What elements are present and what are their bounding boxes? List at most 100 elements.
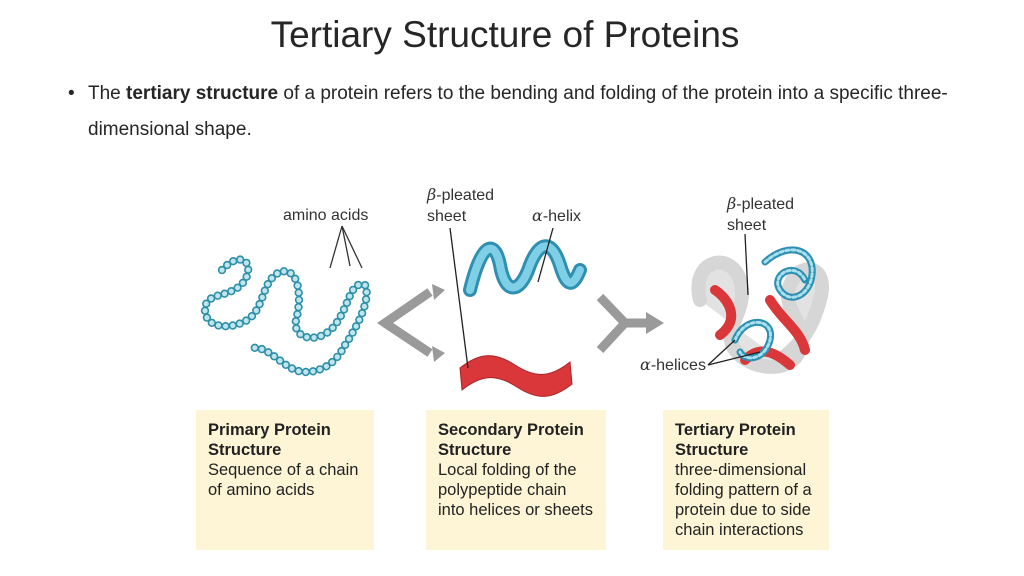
amino-acid-bead: [275, 356, 285, 365]
amino-acid-bead: [354, 280, 363, 290]
amino-acid-bead: [220, 289, 229, 298]
amino-acid-bead: [244, 265, 253, 274]
amino-acid-bead: [292, 324, 301, 333]
amino-acid-bead: [242, 272, 251, 281]
amino-acid-bead: [355, 315, 364, 324]
amino-acid-bead: [263, 280, 272, 289]
amino-acid-bead: [294, 366, 303, 376]
amino-acid-bead: [336, 311, 345, 321]
alpha-helix-text: -helix: [542, 208, 582, 225]
amino-acid-bead: [293, 310, 302, 319]
label-alpha-helices: α-helices: [640, 354, 706, 376]
secondary-box-heading: Secondary Protein Structure: [438, 421, 584, 459]
amino-acid-bead: [361, 295, 371, 304]
alpha-helix-shape: [463, 239, 587, 297]
amino-acid-bead: [229, 257, 238, 266]
label-amino-acids: amino acids: [283, 207, 369, 224]
amino-acid-bead: [351, 322, 361, 331]
amino-acid-bead: [302, 333, 311, 342]
amino-acid-bead: [309, 333, 319, 342]
amino-acid-bead: [360, 281, 370, 290]
tertiary-structure-shape: [691, 246, 829, 374]
amino-acid-bead: [250, 343, 260, 352]
bullet-text: The tertiary structure of a protein refe…: [70, 76, 950, 148]
beta-pleated-text: -pleated: [436, 187, 495, 204]
amino-acid-bead: [340, 340, 350, 350]
amino-acid-bead: [238, 278, 248, 287]
amino-acid-beads: [200, 255, 371, 377]
label-beta-pleated-sheet-secondary: β-pleated sheet: [427, 184, 494, 227]
amino-acid-bead: [328, 357, 337, 367]
amino-acid-bead: [217, 265, 227, 275]
amino-acid-bead: [214, 321, 223, 330]
amino-acid-bead: [322, 362, 331, 371]
alpha-helices-text: -helices: [650, 357, 706, 374]
amino-acid-bead: [342, 298, 352, 307]
amino-acid-bead: [252, 306, 261, 315]
amino-acid-bead: [281, 360, 291, 369]
amino-acid-bead: [242, 258, 251, 268]
amino-acid-bead: [206, 294, 216, 303]
amino-acid-bead: [315, 365, 325, 374]
amino-acid-bead: [213, 291, 222, 300]
amino-acid-bead: [291, 274, 300, 283]
amino-acid-bead: [332, 317, 342, 327]
amino-acid-bead: [207, 318, 217, 327]
secondary-pointers: [449, 227, 554, 369]
amino-acid-bead: [264, 348, 273, 357]
amino-acid-bead: [294, 302, 303, 312]
label-alpha-helix: α-helix: [532, 205, 581, 227]
label-beta-pleated-sheet-tertiary: β-pleated sheet: [727, 193, 794, 236]
amino-acid-bead: [294, 288, 303, 297]
bullet-text-bold: tertiary structure: [126, 83, 279, 104]
amino-acid-bead: [233, 283, 242, 292]
amino-acid-bead: [279, 267, 289, 276]
amino-acid-bead: [273, 269, 282, 278]
secondary-structure-box: Secondary Protein Structure Local foldin…: [426, 410, 606, 550]
amino-acid-bead: [294, 295, 304, 305]
amino-acid-bead: [260, 286, 269, 295]
amino-acid-bead: [202, 313, 212, 322]
amino-acid-bead: [223, 260, 232, 270]
alpha-symbol-tertiary: α: [640, 355, 651, 374]
primary-structure-box: Primary Protein Structure Sequence of a …: [196, 410, 374, 550]
beta-sheet-shape: [459, 355, 573, 397]
amino-acid-bead: [258, 293, 267, 302]
amino-acid-bead: [270, 352, 279, 361]
amino-acid-bead: [348, 328, 357, 337]
tertiary-pointers: [707, 233, 761, 366]
amino-acid-bead: [287, 364, 297, 373]
primary-box-description: Sequence of a chain of amino acids: [208, 461, 359, 499]
amino-acid-bead: [323, 328, 332, 337]
amino-acid-bead: [267, 274, 276, 283]
primary-box-heading: Primary Protein Structure: [208, 421, 331, 459]
beta-symbol-tertiary: β: [727, 194, 737, 213]
tertiary-box-description: three-dimensional folding pattern of a p…: [675, 461, 812, 539]
amino-acid-bead: [362, 288, 371, 297]
beta-symbol: β: [427, 185, 437, 204]
amino-acid-bead: [228, 321, 238, 330]
amino-acid-bead: [344, 334, 354, 343]
slide-title: Tertiary Structure of Proteins: [270, 14, 740, 55]
amino-acid-bead: [247, 312, 257, 321]
amino-acid-bead: [360, 302, 369, 311]
amino-acid-bead: [296, 330, 305, 339]
amino-acid-bead: [255, 299, 264, 309]
amino-acid-bead: [345, 292, 354, 301]
amino-acid-bead: [293, 281, 302, 290]
amino-acid-bead: [200, 306, 210, 315]
amino-acid-bead: [328, 323, 337, 332]
amino-acid-bead: [339, 305, 349, 314]
arrow-secondary-to-tertiary: [596, 293, 664, 354]
tertiary-structure-box: Tertiary Protein Structure three-dimensi…: [663, 410, 829, 550]
amino-acid-bead: [242, 316, 251, 325]
amino-acid-bead: [308, 367, 318, 376]
bullet-text-post: of a protein refers to the bending and f…: [88, 83, 948, 140]
amino-acid-bead: [357, 309, 367, 318]
amino-acids-pointer: [329, 225, 363, 269]
amino-acid-bead: [286, 269, 295, 278]
alpha-symbol: α: [532, 206, 543, 225]
bullet-marker: •: [68, 83, 75, 104]
amino-acid-bead: [235, 319, 244, 328]
